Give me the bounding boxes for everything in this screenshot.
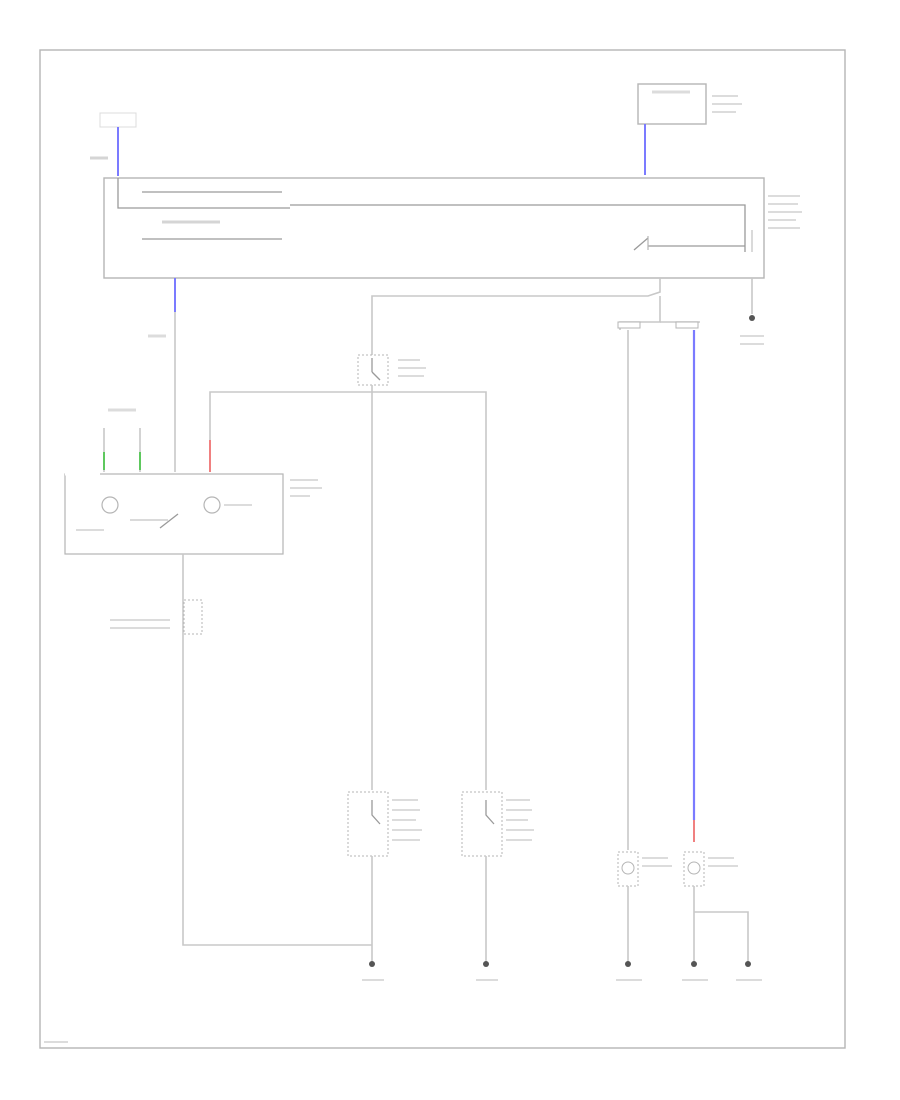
ground-point (625, 961, 631, 967)
door-switch-left (110, 599, 203, 635)
power-source-top-left (90, 112, 137, 176)
ground-point (691, 961, 697, 967)
switch-assembly (64, 472, 322, 555)
ground-point (483, 961, 489, 967)
diagram-border (39, 49, 846, 1049)
ground-point (745, 961, 751, 967)
control-module (103, 177, 765, 279)
ground-point (749, 315, 755, 321)
door-switch-center-right (461, 791, 534, 857)
lamp-right-2 (683, 851, 738, 887)
fuse-relay-box-top-right (637, 83, 742, 175)
door-switch-center-left (347, 791, 422, 857)
lamp-right-1 (617, 851, 672, 887)
ground-point (369, 961, 375, 967)
relay-center (357, 354, 426, 386)
